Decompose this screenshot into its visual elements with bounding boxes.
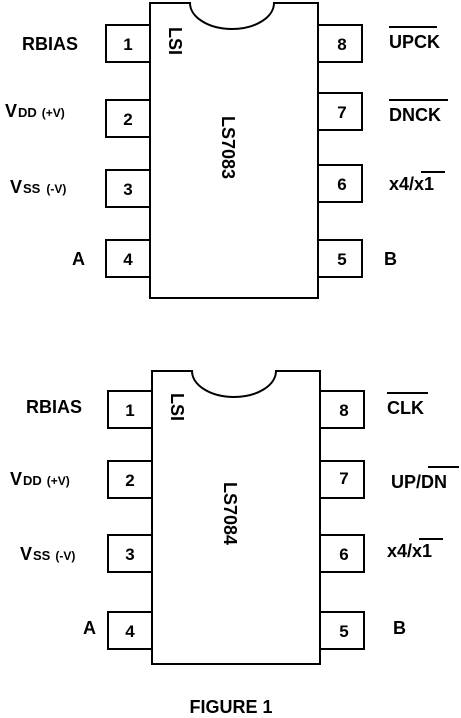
pin-label-rbias: RBIAS — [22, 34, 78, 54]
pin-number: 6 — [339, 545, 348, 564]
pin-label-dnck: DNCK — [389, 105, 441, 125]
chip-ls7084: 1 2 3 4 5 6 7 8 LSI LS7084 RBIAS VDD(+V)… — [10, 370, 459, 665]
pin-number: 5 — [339, 622, 348, 641]
pin-7-box — [319, 460, 365, 499]
pin-6-box — [319, 534, 365, 573]
pin-number: 5 — [337, 250, 346, 269]
pin-label-a: A — [72, 249, 85, 269]
pin-label-vdd: VDD(+V) — [10, 469, 70, 489]
pin-number: 4 — [123, 250, 133, 269]
pin-3-box — [107, 534, 153, 573]
pin-number: 1 — [125, 401, 134, 420]
pin-1-box — [107, 390, 153, 429]
pin-5-box — [319, 611, 365, 650]
manufacturer-label: LSI — [165, 27, 185, 55]
pin-label-b: B — [384, 249, 397, 269]
pin-number: 7 — [339, 469, 348, 488]
pin-label-rbias: RBIAS — [26, 397, 82, 417]
pin-3-box — [105, 169, 151, 208]
pin-6-box — [317, 164, 363, 203]
pin-label-a: A — [83, 618, 96, 638]
pin-number: 8 — [337, 35, 346, 54]
pin-8-box — [317, 24, 363, 63]
pin-label-upck: UPCK — [389, 32, 440, 52]
pin-number: 8 — [339, 401, 348, 420]
chip-body — [149, 1, 319, 299]
pin-number: 6 — [337, 175, 346, 194]
pin-label-vss: VSS(-V) — [20, 544, 75, 564]
manufacturer-label: LSI — [167, 393, 187, 421]
pin-label-up-dn: UP/DN — [391, 472, 447, 492]
pin-4-box — [107, 611, 153, 650]
pin-number: 4 — [125, 622, 135, 641]
pin-label-clk: CLK — [387, 398, 424, 418]
pin-1-box — [105, 24, 151, 63]
pin-label-vdd: VDD(+V) — [5, 101, 65, 121]
pin-8-box — [319, 390, 365, 429]
pin-number: 3 — [125, 545, 134, 564]
pin-label-vss: VSS(-V) — [10, 177, 66, 197]
pin-2-box — [105, 99, 151, 138]
pin-2-box — [107, 460, 153, 499]
chip-body — [151, 370, 321, 665]
pin-label-b: B — [393, 618, 406, 638]
pin-number: 7 — [337, 103, 346, 122]
pin-number: 1 — [123, 35, 132, 54]
pin-number: 3 — [123, 180, 132, 199]
pin-number: 2 — [125, 471, 134, 490]
chip-ls7083: 1 2 3 4 5 6 7 8 LSI LS7083 RBIAS VDD(+V)… — [5, 1, 448, 299]
pin-label-x4-x1: x4/x1 — [389, 174, 434, 194]
pin-label-x4-x1: x4/x1 — [387, 541, 432, 561]
pin-number: 2 — [123, 110, 132, 129]
part-number: LS7084 — [220, 482, 240, 545]
part-number: LS7083 — [218, 116, 238, 179]
figure-caption: FIGURE 1 — [189, 697, 272, 717]
